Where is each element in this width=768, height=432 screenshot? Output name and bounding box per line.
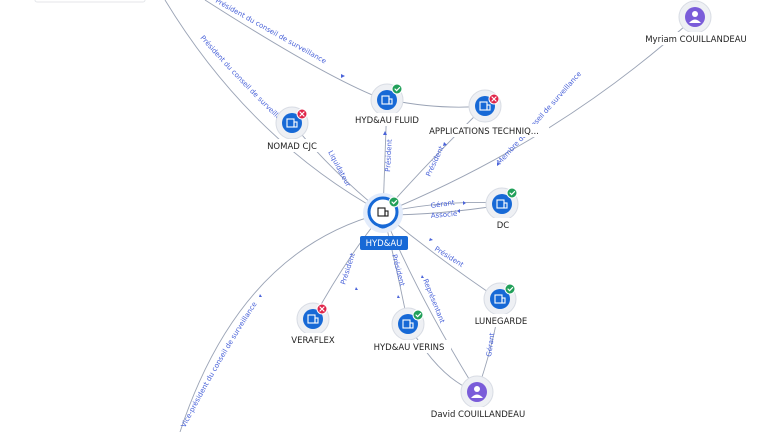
active-status-icon [504,283,516,295]
edge-label-gerant-david: Gérant [485,332,496,357]
edge-label-membre-conseil: Membre du conseil de surveillance [496,70,583,166]
active-status-icon [391,83,403,95]
node-label: David COUILLANDEAU [431,410,525,420]
active-status-icon [412,309,424,321]
node-label: HYD&AU FLUID [355,116,419,126]
node-label: VERAFLEX [291,336,335,346]
node-veraflex[interactable]: VERAFLEX [284,302,342,346]
node-label: DC [497,221,510,231]
node-myriam-couillandeau[interactable]: Myriam COUILLANDEAU [638,0,754,45]
node-label: NOMAD CJC [267,142,317,152]
edge-label-liquidateur: Liquidateur [326,149,352,188]
edge-label-president-lunegarde: Président [433,245,465,269]
company-icon [496,199,508,209]
edge-label-president-veraflex: Président [339,252,357,286]
node-hydau-verins[interactable]: HYD&AU VERINS [367,307,451,353]
node-hydau-fluid[interactable]: HYD&AU FLUID [351,83,423,126]
node-lunegarde[interactable]: LUNEGARDE [469,282,533,327]
edge-label-president-fluid: Président [384,139,394,172]
person-icon [689,11,701,23]
node-label: HYD&AU VERINS [374,343,445,353]
company-icon [381,95,393,105]
company-icon [402,319,414,329]
edge-label-gerant: Gérant [430,199,455,210]
node-label: LUNEGARDE [475,317,528,327]
edge-label-president-applications: Président [425,145,446,178]
node-label: Myriam COUILLANDEAU [645,35,747,45]
company-icon [307,314,319,324]
node-center-hydau[interactable]: HYD&AU [360,193,408,250]
closed-status-icon [316,303,328,315]
edge-label-president-conseil-top: Président du conseil de surveillance [214,0,328,65]
closed-status-icon [488,93,500,105]
company-icon [479,101,491,111]
company-icon [494,294,506,304]
active-status-icon [506,187,518,199]
node-label: APPLICATIONS TECHNIQ... [429,127,539,137]
company-icon [286,118,298,128]
edge-label-associe: Associé [430,210,457,220]
node-nomad-cjc[interactable]: NOMAD CJC [259,106,325,152]
person-icon [471,386,483,398]
company-icon [377,207,389,217]
active-status-icon [388,196,400,208]
node-applications-techniques[interactable]: APPLICATIONS TECHNIQ... [419,89,549,137]
cropped-node-top-left[interactable] [34,0,146,3]
center-label: HYD&AU [366,239,403,249]
node-dc[interactable]: DC [485,187,519,231]
closed-status-icon [296,108,308,120]
node-david-couillandeau[interactable]: David COUILLANDEAU [423,375,533,420]
edge-label-vice-president-conseil: Vice-président du conseil de surveillanc… [180,300,259,428]
